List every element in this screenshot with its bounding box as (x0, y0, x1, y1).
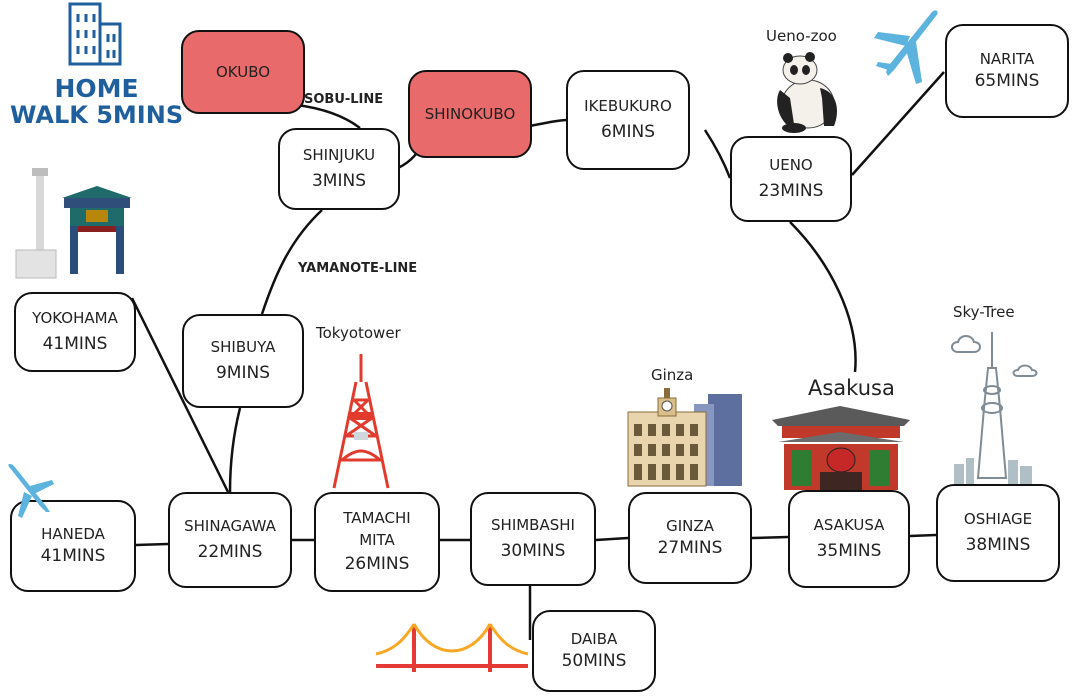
station-ueno[interactable]: UENO 23MINS (730, 136, 852, 222)
station-shinjuku[interactable]: SHINJUKU 3MINS (278, 128, 400, 210)
station-time: 6MINS (600, 121, 655, 142)
home-walk-time: WALK 5MINS (10, 101, 184, 129)
home-label: HOME WALK 5MINS (10, 74, 183, 129)
line-ueno-asakusa (789, 221, 857, 373)
line-haneda-shinagawa (135, 542, 169, 547)
station-name: DAIBA (570, 630, 618, 648)
home-title: HOME (54, 74, 139, 103)
line-shibuya-shinagawa (228, 407, 242, 493)
station-time: 9MINS (215, 362, 270, 383)
station-name: ASAKUSA (813, 516, 885, 534)
line-ikebukuro-ueno (703, 129, 732, 179)
yamanote-line-path (260, 209, 323, 315)
line-ueno-narita (851, 71, 945, 176)
station-time: 41MINS (42, 333, 108, 354)
yamanote-line-label: YAMANOTE-LINE (298, 261, 418, 276)
station-time: 22MINS (197, 541, 263, 562)
airplane-icon (874, 10, 938, 84)
station-name: UENO (769, 156, 813, 174)
station-name: GINZA (666, 517, 714, 535)
station-time: 27MINS (657, 537, 723, 558)
station-ginza[interactable]: GINZA 27MINS (628, 492, 752, 584)
station-shibuya[interactable]: SHIBUYA 9MINS (182, 314, 304, 408)
station-name-2: MITA (359, 531, 395, 550)
station-okubo[interactable]: OKUBO (181, 30, 305, 114)
tokyo-tower-icon (332, 354, 390, 489)
station-haneda[interactable]: HANEDA 41MINS (10, 500, 136, 592)
station-time: 65MINS (974, 70, 1040, 91)
station-name: SHINJUKU (302, 146, 376, 164)
station-time: 41MINS (40, 545, 106, 566)
tokyotower-label: Tokyotower (316, 324, 401, 342)
panda-icon (777, 52, 838, 133)
line-asakusa-oshiage (909, 533, 937, 538)
station-time: 3MINS (311, 170, 366, 191)
asakusa-landmark-label: Asakusa (808, 376, 895, 400)
sky-tree-label: Sky-Tree (953, 303, 1015, 321)
skytree-icon (951, 332, 1038, 484)
sobu-line-label: SOBU-LINE (304, 92, 384, 107)
station-name: SHIMBASHI (491, 516, 575, 534)
station-name: TAMACHI (343, 508, 411, 527)
station-time: 26MINS (344, 554, 410, 575)
station-name: SHINOKUBO (424, 104, 516, 123)
ueno-zoo-label: Ueno-zoo (766, 27, 837, 45)
station-name: SHIBUYA (210, 338, 276, 356)
ginza-landmark-label: Ginza (651, 366, 694, 384)
station-shinokubo[interactable]: SHINOKUBO (408, 70, 532, 158)
line-yokohama-shinagawa (130, 297, 230, 493)
line-shinokubo-ikebukuro (529, 118, 569, 128)
station-name: SHINAGAWA (184, 517, 276, 535)
station-shinagawa[interactable]: SHINAGAWA 22MINS (168, 492, 292, 588)
station-ikebukuro[interactable]: IKEBUKURO 6MINS (566, 70, 690, 170)
station-time: 23MINS (758, 180, 824, 201)
station-asakusa[interactable]: ASAKUSA 35MINS (788, 490, 910, 588)
station-name: OKUBO (215, 62, 271, 81)
station-tamachi-mita[interactable]: TAMACHI MITA 26MINS (314, 492, 440, 592)
station-daiba[interactable]: DAIBA 50MINS (532, 610, 656, 692)
station-narita[interactable]: NARITA 65MINS (945, 24, 1069, 118)
asakusa-gate-icon (772, 406, 910, 490)
station-name: YOKOHAMA (32, 309, 118, 327)
bridge-icon (375, 623, 529, 672)
station-time: 30MINS (500, 540, 566, 561)
station-name: HANEDA (41, 525, 105, 543)
line-ginza-asakusa (751, 535, 789, 540)
station-shimbashi[interactable]: SHIMBASHI 30MINS (470, 492, 596, 586)
station-oshiage[interactable]: OSHIAGE 38MINS (936, 484, 1060, 582)
station-name: NARITA (979, 50, 1035, 68)
line-shimbashi-ginza (595, 536, 629, 542)
station-time: 35MINS (816, 540, 882, 561)
station-time: 50MINS (561, 650, 627, 671)
station-yokohama[interactable]: YOKOHAMA 41MINS (14, 292, 136, 372)
airplane-icon (8, 463, 54, 518)
station-time: 38MINS (965, 534, 1031, 555)
station-name: IKEBUKURO (584, 97, 672, 115)
yokohama-landmark-icon (15, 168, 132, 279)
station-name: OSHIAGE (963, 510, 1033, 528)
building-icon (68, 2, 122, 66)
ginza-building-icon (627, 388, 742, 487)
